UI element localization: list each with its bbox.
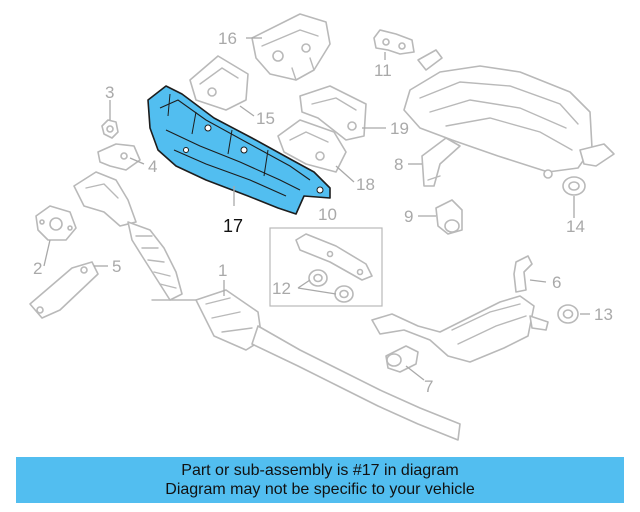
callout-18: 18 — [356, 175, 375, 194]
part-8-pipe[interactable] — [421, 137, 461, 187]
leader-lines — [43, 37, 590, 381]
part-16-bracket[interactable] — [251, 13, 331, 81]
part-12-mounts[interactable] — [308, 269, 354, 303]
info-banner: Part or sub-assembly is #17 in diagram D… — [16, 457, 624, 503]
callout-13: 13 — [594, 305, 613, 324]
callout-17: 17 — [223, 216, 243, 236]
part-3-nut[interactable] — [101, 119, 119, 139]
part-10-box — [269, 227, 383, 307]
callout-16: 16 — [218, 29, 237, 48]
callout-4: 4 — [148, 157, 157, 176]
part-18-bracket[interactable] — [277, 119, 347, 173]
part-14-mount[interactable] — [562, 176, 586, 196]
part-4-bracket[interactable] — [97, 143, 141, 171]
banner-line-2: Diagram may not be specific to your vehi… — [165, 481, 475, 498]
part-13-mount[interactable] — [557, 304, 579, 324]
part-9-clamp[interactable] — [435, 199, 463, 235]
part-10-bracket[interactable] — [295, 233, 373, 281]
callout-8: 8 — [394, 155, 403, 174]
part-17-heat-shield[interactable] — [147, 85, 331, 215]
callout-19: 19 — [390, 119, 409, 138]
callout-2: 2 — [33, 259, 42, 278]
callout-labels: 16 11 3 15 19 4 8 18 10 9 14 17 2 5 1 6 … — [33, 29, 613, 396]
part-15-bracket[interactable] — [189, 55, 249, 111]
part-6-muffler[interactable] — [371, 255, 549, 363]
part-1-exhaust-pipe[interactable] — [151, 289, 461, 441]
callout-15: 15 — [256, 109, 275, 128]
callout-3: 3 — [105, 83, 114, 102]
part-2-gasket[interactable] — [35, 205, 77, 241]
part-5-bracket[interactable] — [29, 261, 99, 319]
callout-10: 10 — [318, 205, 337, 224]
part-7-clamp[interactable] — [385, 345, 419, 373]
banner-line-1: Part or sub-assembly is #17 in diagram — [181, 462, 459, 479]
part-11-hanger[interactable] — [373, 29, 415, 55]
callout-11: 11 — [374, 61, 392, 80]
part-19-bracket[interactable] — [299, 85, 367, 141]
callout-7: 7 — [424, 377, 433, 396]
front-pipe-assembly[interactable] — [73, 171, 183, 301]
callout-6: 6 — [552, 273, 561, 292]
callout-9: 9 — [404, 207, 413, 226]
callout-5: 5 — [112, 257, 121, 276]
callout-1: 1 — [218, 261, 227, 280]
callout-12: 12 — [272, 279, 291, 298]
callout-14: 14 — [566, 217, 585, 236]
rear-muffler[interactable] — [403, 49, 615, 179]
